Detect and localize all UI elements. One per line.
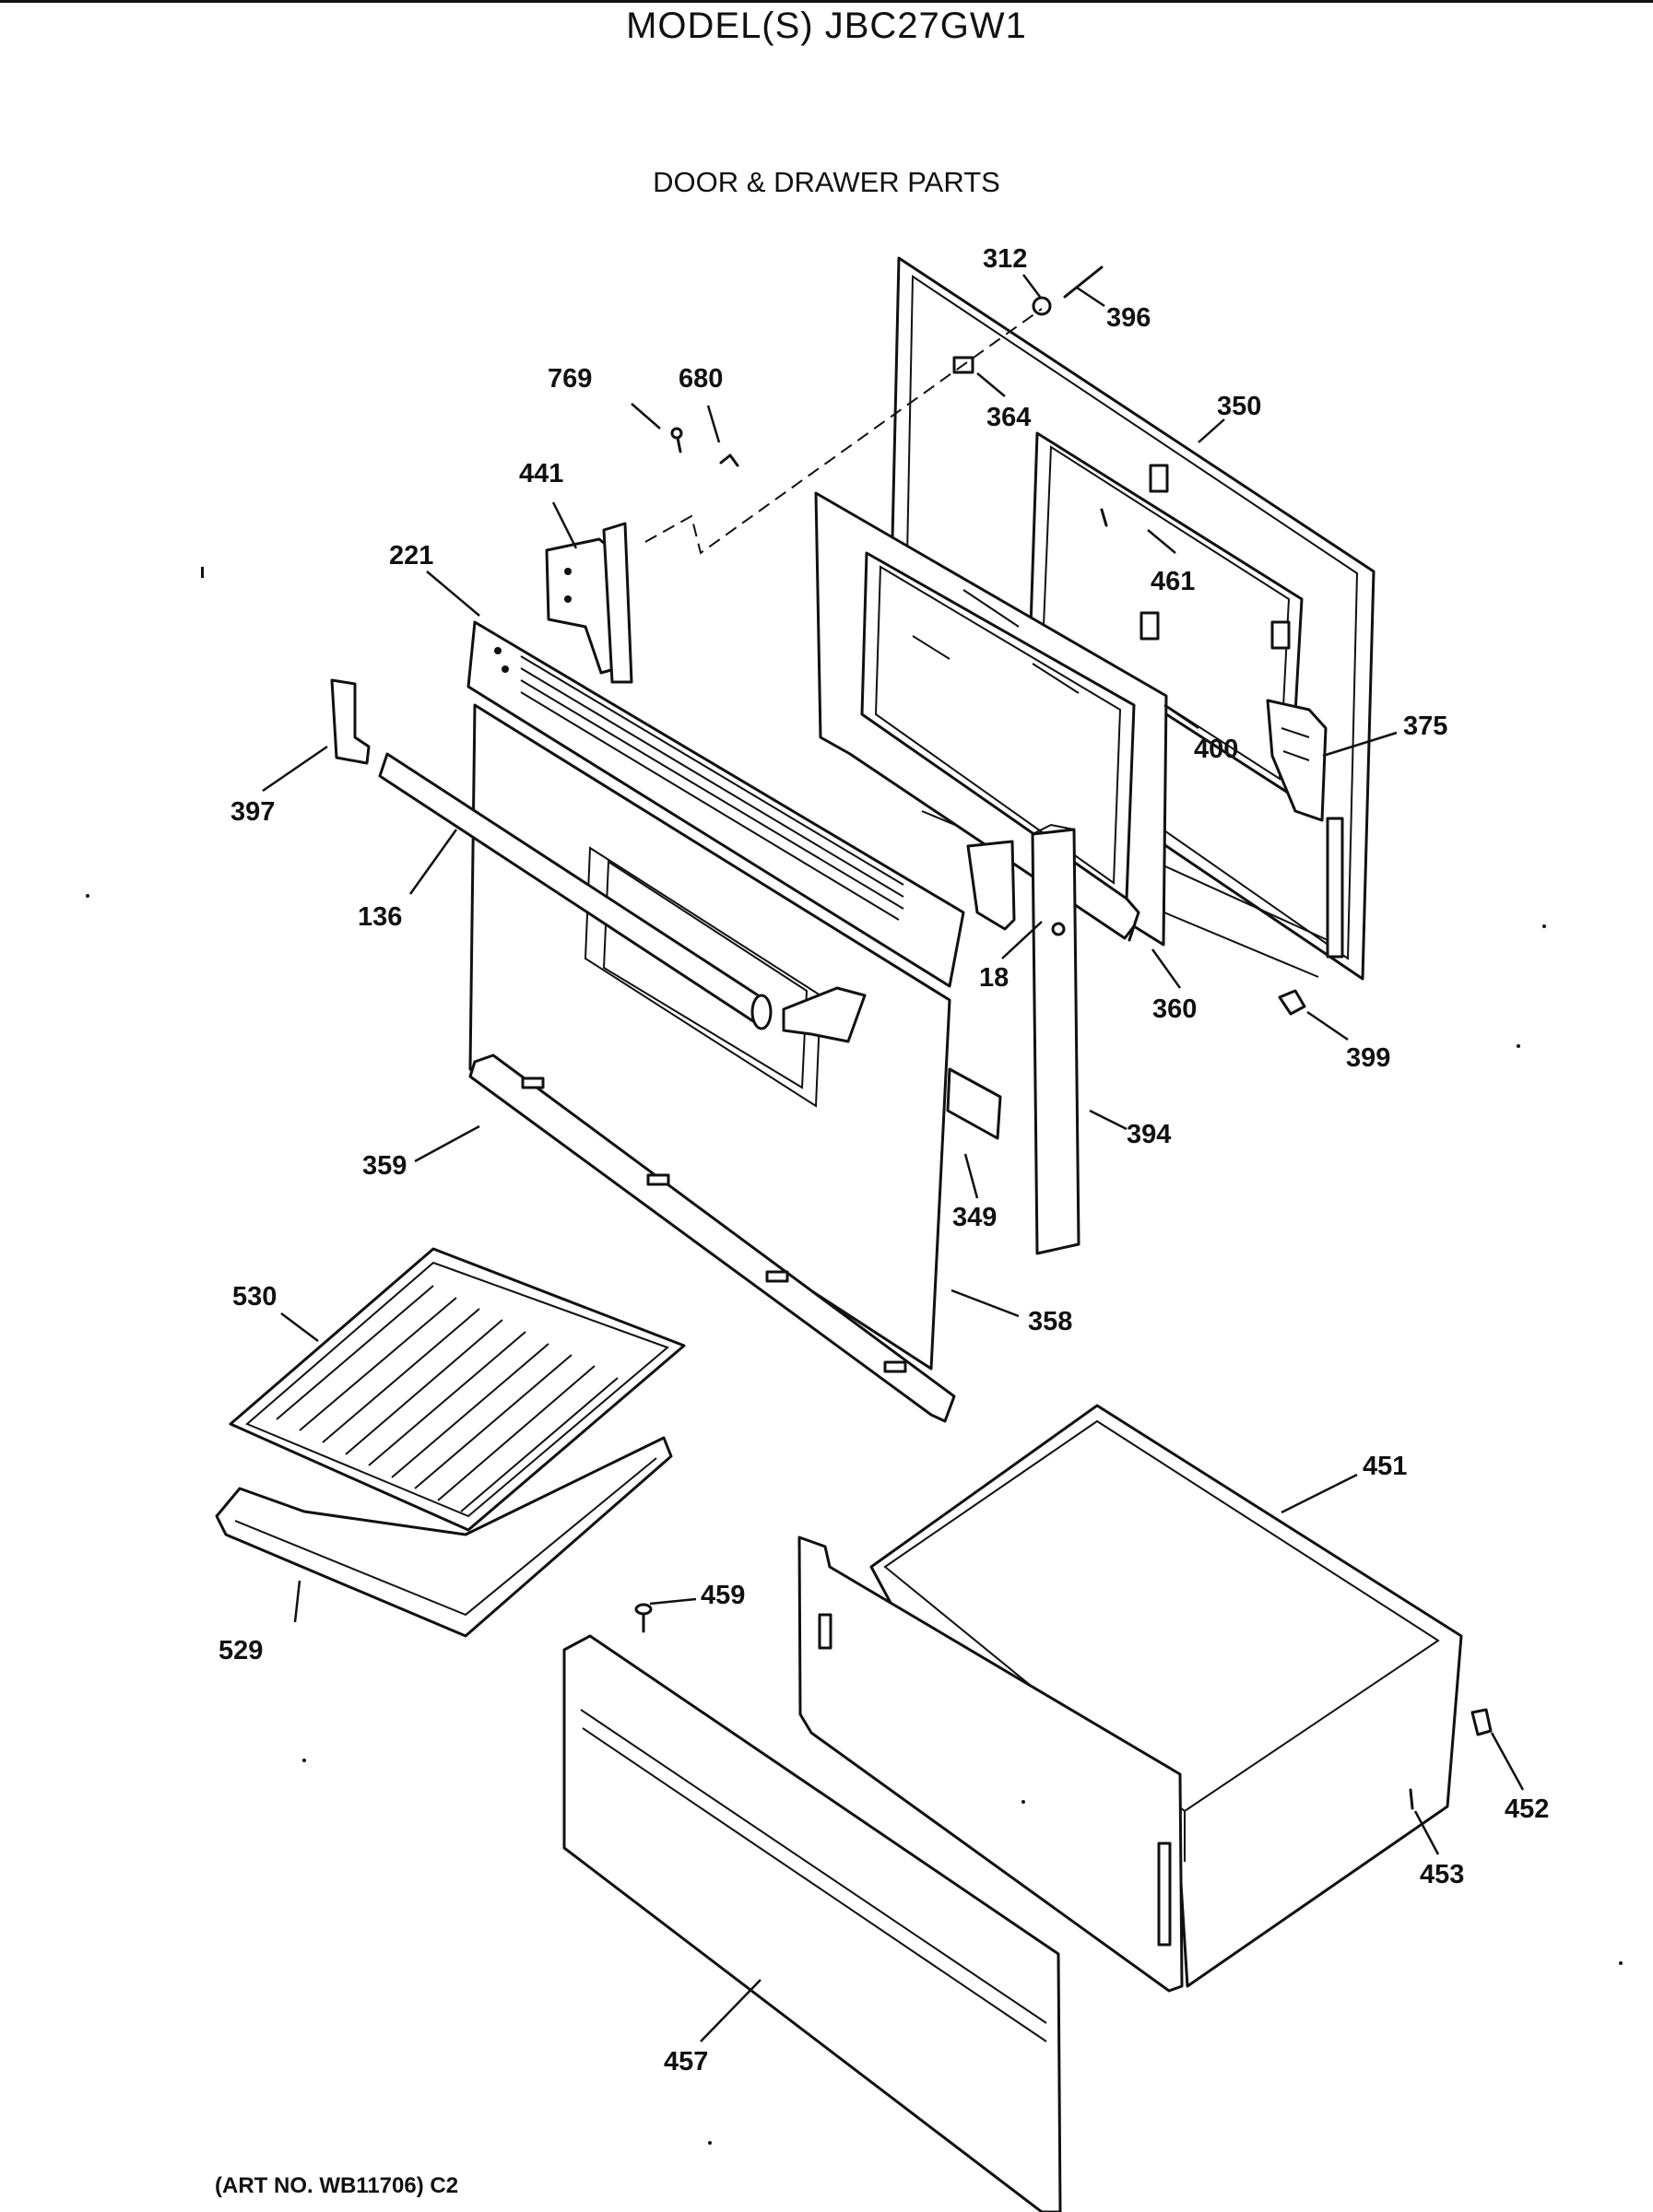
callout-529: 529 [218,1636,263,1665]
callout-350: 350 [1217,392,1261,421]
drawer-front-frame [797,1535,1184,1993]
callout-453: 453 [1420,1860,1464,1889]
clip-680 [719,453,739,467]
inner-door-liner-400 [814,491,1168,947]
callout-396: 396 [1106,303,1151,333]
callout-459: 459 [701,1581,745,1610]
nut-312 [1032,296,1052,316]
assembly-line [644,308,1043,555]
door-handle-136 [378,752,773,1030]
drawer-front-panel-457 [562,1634,1062,2212]
art-number: (ART NO. WB11706) C2 [215,2173,459,2198]
leader-lines [262,274,1525,2042]
screw-396 [1063,265,1104,299]
model-title: MODEL(S) JBC27GW1 [626,6,1027,46]
small-hardware [634,265,1493,1810]
callout-360: 360 [1152,994,1197,1024]
callout-452: 452 [1505,1794,1549,1824]
control-panel-strip-221 [466,620,965,988]
side-trim-394 [966,823,1080,1255]
door-glass-360 [1125,897,1140,942]
callout-441: 441 [519,459,563,488]
callout-680: 680 [679,364,723,394]
callout-400: 400 [1194,735,1238,764]
bracket-375 [1266,699,1328,822]
callout-221: 221 [389,541,433,571]
handle-endcap-397 [330,678,371,765]
screw-461 [1100,508,1108,527]
callouts: 312 396 769 680 364 350 441 461 221 400 … [218,244,1549,2077]
callout-394: 394 [1127,1120,1171,1149]
callout-358: 358 [1028,1307,1072,1336]
callout-461: 461 [1151,567,1195,596]
callout-349: 349 [952,1203,997,1232]
callout-530: 530 [232,1282,277,1312]
glide-452 [1470,1708,1493,1736]
broiler-pan-529 [215,1436,673,1638]
callout-136: 136 [358,902,402,932]
hinge-arm-441 [545,522,633,684]
screw-453 [1409,1788,1414,1810]
insulation-349 [946,1067,1002,1140]
callout-397: 397 [230,797,275,827]
callout-359: 359 [362,1151,407,1181]
handle-bracket-right [782,986,867,1043]
callout-18: 18 [979,963,1009,993]
broiler-grid-530 [229,1247,686,1532]
top-rule [0,0,1653,3]
front-door-panel-358 [468,703,951,1371]
callout-451: 451 [1363,1452,1407,1481]
scan-specks [86,567,1623,2145]
section-title: DOOR & DRAWER PARTS [653,166,1000,198]
callout-375: 375 [1403,712,1447,741]
callout-312: 312 [983,244,1027,274]
callout-399: 399 [1346,1043,1390,1073]
screw-18 [1051,922,1066,936]
outer-door-panel-350 [888,256,1376,981]
callout-364: 364 [986,403,1031,432]
bottom-trim-359 [468,1053,956,1423]
bumper-399 [1278,989,1306,1016]
callout-457: 457 [664,2047,708,2077]
callout-769: 769 [548,364,592,394]
